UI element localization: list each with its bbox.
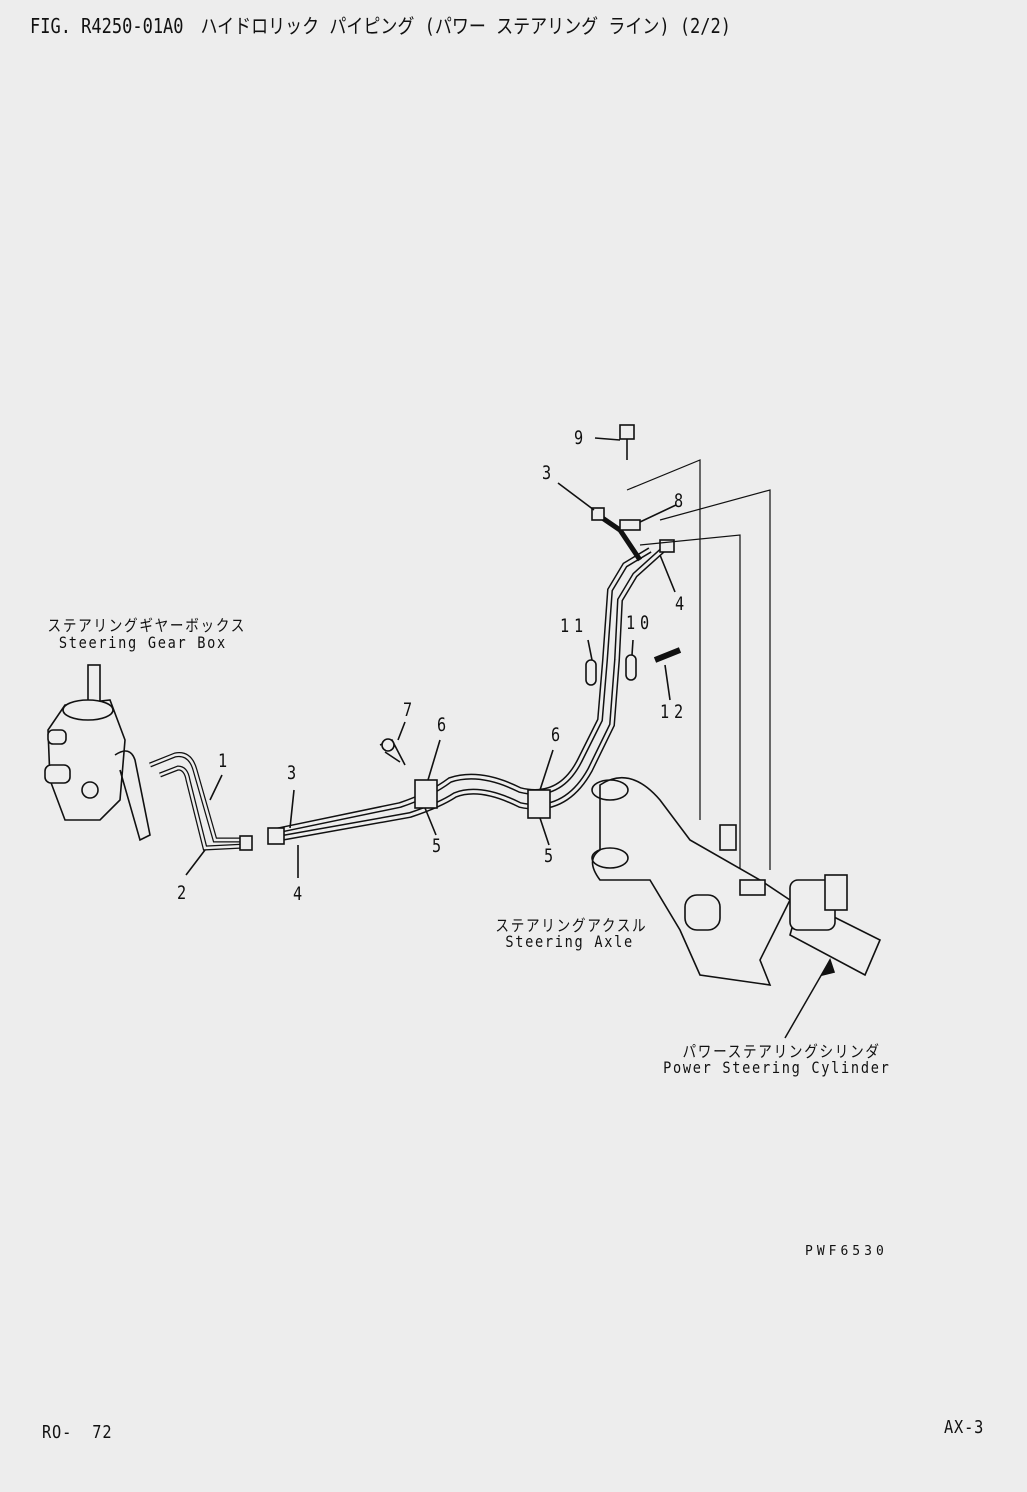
steering-axle-drawing — [591, 776, 792, 986]
callout-5a: 5 — [432, 835, 442, 857]
callout-5b: 5 — [544, 845, 554, 867]
figure-title: FIG. R4250-01A0 ハイドロリック パイピング (パワー ステアリン… — [30, 14, 732, 38]
steering-axle-label-jp: ステアリングアクスル — [495, 916, 648, 935]
callout-2: 2 — [177, 882, 187, 904]
cylinder-label-en: Power Steering Cylinder — [663, 1058, 891, 1077]
cylinder-label-jp: パワーステアリングシリンダ — [682, 1042, 881, 1061]
page-number: RO- 72 — [42, 1422, 113, 1443]
callout-3: 3 — [542, 462, 552, 484]
callout-7: 7 — [403, 699, 413, 721]
gear-box-label-en: Steering Gear Box — [58, 633, 227, 652]
callout-12: 12 — [660, 701, 688, 723]
callout-8: 8 — [674, 490, 684, 512]
callout-4: 4 — [675, 593, 685, 615]
steering-axle-label-en: Steering Axle — [505, 932, 634, 951]
callout-11: 11 — [560, 615, 588, 637]
gear-box-label-jp: ステアリングギヤーボックス — [47, 616, 247, 635]
callout-6a: 6 — [437, 714, 447, 736]
callout-4b: 4 — [293, 883, 303, 905]
callout-1: 1 — [218, 750, 228, 772]
steering-gear-box-drawing — [44, 664, 151, 842]
power-steering-cylinder-drawing — [789, 874, 882, 977]
drawing-code: PWF6530 — [805, 1244, 888, 1259]
callout-10: 10 — [626, 612, 654, 634]
callout-6b: 6 — [551, 724, 561, 746]
section-code: AX-3 — [944, 1417, 985, 1438]
callout-9: 9 — [574, 427, 584, 449]
callout-3b: 3 — [287, 762, 297, 784]
